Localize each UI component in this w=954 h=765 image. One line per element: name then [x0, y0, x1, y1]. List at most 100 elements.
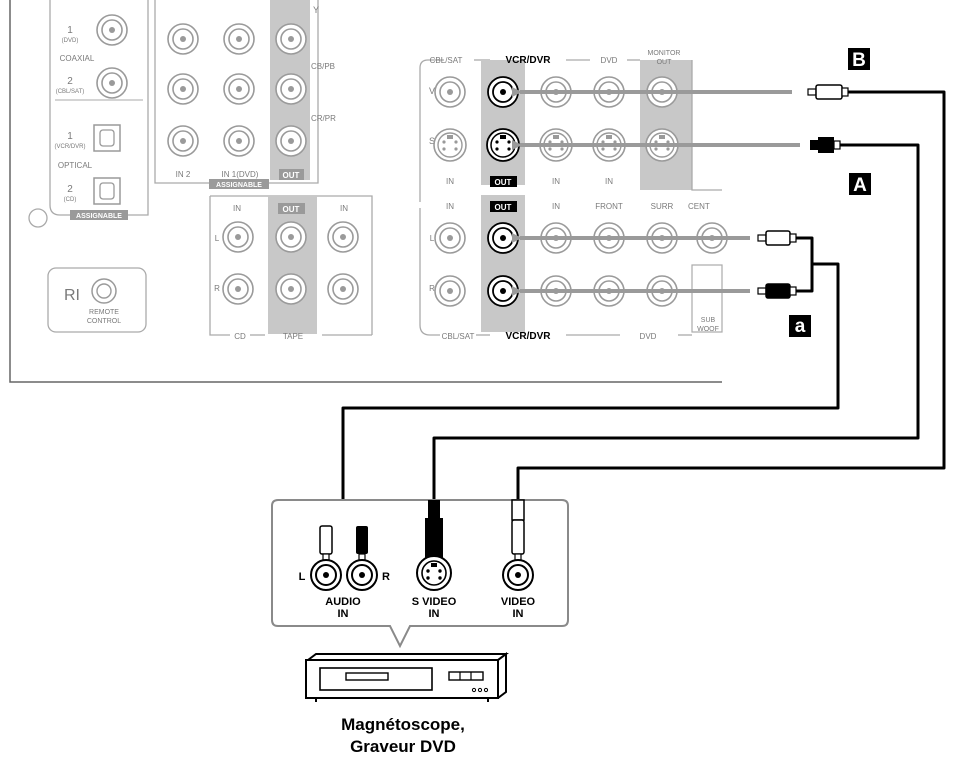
optical-2-number: 2 [67, 184, 73, 195]
device-rear-panel: L R AUDIO IN S VIDEO IN VIDEO IN [271, 499, 569, 649]
device-r-label: R [382, 571, 390, 583]
optical-label: OPTICAL [58, 161, 93, 170]
vcr-dvr-audio-out-r-jack[interactable] [487, 275, 519, 307]
tape-out-r-jack[interactable] [275, 273, 307, 305]
cd-in-l-jack[interactable] [222, 221, 254, 253]
vcr-dvr-audio-out-l-jack[interactable] [487, 222, 519, 254]
video-v-row-label: V [429, 86, 435, 96]
video-plug-b [807, 84, 849, 100]
audio-in-label-2: IN [552, 202, 560, 211]
device-video-plug [511, 499, 525, 561]
audio-dvd-label: DVD [640, 332, 657, 341]
cbl-sat-audio-r-jack[interactable] [434, 275, 466, 307]
coaxial-jack-1[interactable] [96, 14, 128, 46]
remote-control-block: RI REMOTE CONTROL [47, 267, 147, 333]
cbl-sat-video-jack[interactable] [434, 76, 466, 108]
coaxial-1-number: 1 [67, 25, 73, 36]
audio-in-label-1: IN [446, 202, 454, 211]
tape-in-r-jack[interactable] [327, 273, 359, 305]
video-cbl-sat-label: CBL/SAT [430, 56, 463, 65]
optical-jack-2[interactable] [93, 177, 121, 205]
audio-plug-r [757, 283, 797, 299]
video-in-label-line2: IN [513, 608, 524, 620]
component-assignable-label: ASSIGNABLE [216, 182, 262, 189]
device-video-in-jack[interactable] [502, 559, 534, 591]
device-caption-line2: Graveur DVD [350, 737, 456, 756]
component-out-cb-jack[interactable] [275, 73, 307, 105]
component-out-cr-jack[interactable] [275, 125, 307, 157]
video-vcr-dvr-label: VCR/DVR [505, 55, 551, 66]
vcr-dvr-svideo-out-jack[interactable] [486, 128, 520, 162]
cbl-sat-audio-l-jack[interactable] [434, 222, 466, 254]
device-audio-plug-l [319, 525, 333, 561]
video-in-label-1: IN [446, 177, 454, 186]
front-label: FRONT [595, 202, 623, 211]
cb-pb-label: CB/PB [311, 62, 335, 71]
cd-r-label: R [214, 284, 220, 293]
svideo-plug-a [810, 137, 841, 153]
monitor-out-label-1: MONITOR [648, 50, 681, 57]
coaxial-label: COAXIAL [60, 54, 95, 63]
surr-label: SURR [651, 202, 674, 211]
component-in2-y-jack[interactable] [167, 23, 199, 55]
component-out-y-jack[interactable] [275, 23, 307, 55]
video-in-label-2: IN [552, 177, 560, 186]
audio-in-label-line1: AUDIO [325, 596, 361, 608]
vcr-dvr-video-out-jack[interactable] [487, 76, 519, 108]
remote-label-2: CONTROL [87, 318, 121, 325]
svideo-in-label-line2: IN [429, 608, 440, 620]
vcr-recorder-illustration [305, 652, 509, 702]
device-svideo-plug [425, 500, 443, 558]
audio-l-row-label: L [430, 234, 435, 243]
device-svideo-in-jack[interactable] [416, 555, 452, 591]
component-in1-cb-jack[interactable] [223, 73, 255, 105]
subwoofer-label-2: WOOF [697, 326, 719, 333]
y-label: Y [313, 5, 319, 15]
tape-out-label: OUT [283, 205, 300, 214]
cd-in-label: IN [233, 204, 241, 213]
svideo-in-label-line1: S VIDEO [412, 596, 457, 608]
signal-arrows [512, 87, 800, 296]
device-audio-in-r-jack[interactable] [346, 559, 378, 591]
subwoofer-label-1: SUB [701, 317, 716, 324]
marker-a-small: a [789, 315, 811, 337]
video-dvd-label: DVD [601, 56, 618, 65]
coaxial-2-number: 2 [67, 76, 73, 87]
audio-cbl-sat-label: CBL/SAT [442, 332, 475, 341]
monitor-out-label-2: OUT [657, 59, 673, 66]
video-in-label-3: IN [605, 177, 613, 186]
component-in2-cb-jack[interactable] [167, 73, 199, 105]
component-in1-cr-jack[interactable] [223, 125, 255, 157]
cd-l-label: L [215, 234, 220, 243]
audio-out-label: OUT [495, 203, 512, 212]
device-caption-line1: Magnétoscope, [341, 715, 465, 734]
marker-b: B [848, 48, 870, 71]
component-in2-label: IN 2 [176, 170, 191, 179]
cr-pr-label: CR/PR [311, 114, 336, 123]
video-in-label-line1: VIDEO [501, 596, 536, 608]
component-video-block: Y CB/PB CR/PR IN 2 IN 1(DVD) ASSIGNABLE … [154, 0, 336, 189]
audio-in-label-line2: IN [338, 608, 349, 620]
remote-control-jack[interactable] [91, 278, 117, 304]
coaxial-jack-2[interactable] [96, 67, 128, 99]
ri-logo: RI [64, 287, 80, 304]
optical-1-sub: (VCR/DVR) [55, 144, 86, 150]
coaxial-1-sub: (DVD) [62, 38, 79, 44]
tape-in-l-jack[interactable] [327, 221, 359, 253]
component-in1-label: IN 1(DVD) [222, 170, 259, 179]
component-in1-y-jack[interactable] [223, 23, 255, 55]
device-audio-in-l-jack[interactable] [310, 559, 342, 591]
audio-input-block: IN OUT IN FRONT SURR CENT L R CBL/SAT VC… [419, 195, 728, 342]
component-in2-cr-jack[interactable] [167, 125, 199, 157]
cbl-sat-svideo-jack[interactable] [433, 128, 467, 162]
tape-in-label: IN [340, 204, 348, 213]
cd-tape-block: IN OUT IN L R CD TAPE [209, 195, 373, 341]
optical-jack-1[interactable] [93, 124, 121, 152]
digital-assignable-label: ASSIGNABLE [76, 213, 122, 220]
cd-in-r-jack[interactable] [222, 273, 254, 305]
audio-vcr-dvr-label: VCR/DVR [505, 331, 551, 342]
remote-label-1: REMOTE [89, 309, 119, 316]
marker-a-capital: A [849, 173, 871, 196]
tape-out-l-jack[interactable] [275, 221, 307, 253]
